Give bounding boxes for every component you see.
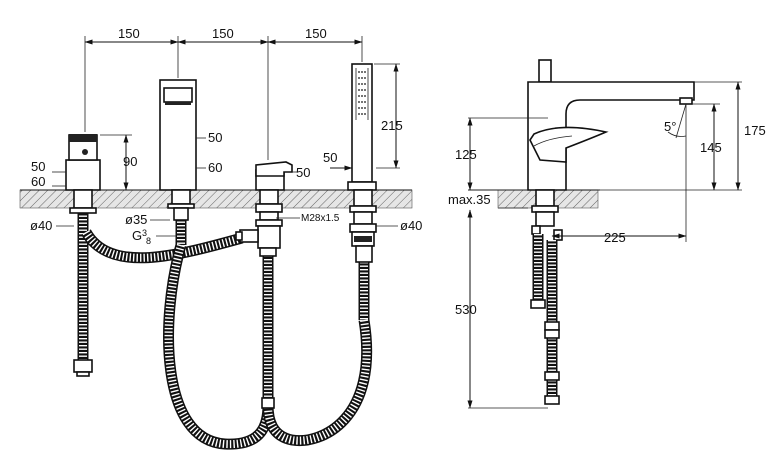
side-spout bbox=[527, 59, 695, 191]
spacing-label-2: 150 bbox=[212, 26, 234, 41]
hole-left-label: ø40 bbox=[30, 218, 52, 233]
spacing-label-1: 150 bbox=[118, 26, 140, 41]
connection-num-label: 3 bbox=[142, 228, 147, 238]
total-height-label: 175 bbox=[744, 123, 766, 138]
connection-den-label: 8 bbox=[146, 236, 151, 246]
side-dimensions bbox=[467, 81, 742, 409]
front-view: 150 150 150 50 60 90 50 60 50 50 215 ø40… bbox=[19, 26, 422, 450]
spout-width-label: 50 bbox=[208, 130, 222, 145]
spout-reach-label: 225 bbox=[604, 230, 626, 245]
outlet-height-label: 145 bbox=[700, 140, 722, 155]
diverter-total-height-label: 90 bbox=[123, 154, 137, 169]
diverter-width-label: 50 bbox=[31, 159, 45, 174]
side-pipes bbox=[530, 189, 563, 405]
connection-label: G bbox=[132, 228, 142, 243]
diverter-valve bbox=[65, 134, 101, 377]
side-dimension-labels: 125 max.35 530 225 175 145 5° bbox=[448, 119, 766, 317]
handshower-width-label: 50 bbox=[323, 150, 337, 165]
spacing-label-3: 150 bbox=[305, 26, 327, 41]
handshower-height-label: 215 bbox=[381, 118, 403, 133]
hose-group bbox=[77, 212, 373, 450]
handshower bbox=[347, 63, 377, 263]
side-view: 125 max.35 530 225 175 145 5° bbox=[448, 59, 766, 409]
hole-spout-label: ø35 bbox=[125, 212, 147, 227]
hose-length-label: 530 bbox=[455, 302, 477, 317]
front-dimensions bbox=[52, 36, 400, 237]
thread-label: M28x1.5 bbox=[301, 213, 340, 224]
diverter-height-label: 60 bbox=[31, 174, 45, 189]
front-dimension-labels: 150 150 150 50 60 90 50 60 50 50 215 ø40… bbox=[30, 26, 422, 246]
spout-height-label-side: 125 bbox=[455, 147, 477, 162]
spout-height-label: 60 bbox=[208, 160, 222, 175]
angle-label: 5° bbox=[664, 119, 676, 134]
spout bbox=[159, 79, 197, 221]
mixer-handle-label: 50 bbox=[296, 165, 310, 180]
deck-thickness-label: max.35 bbox=[448, 192, 491, 207]
hole-right-label: ø40 bbox=[400, 218, 422, 233]
mixer bbox=[235, 161, 293, 409]
